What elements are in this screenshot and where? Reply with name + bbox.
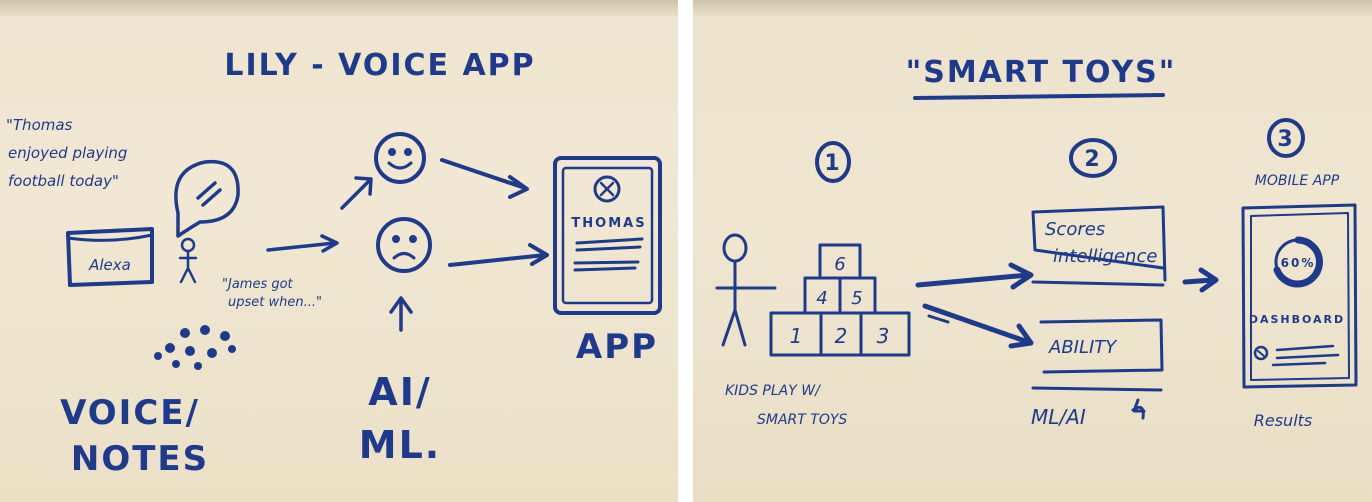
app-name: THOMAS — [571, 216, 646, 231]
dashboard-label: DASHBOARD — [1249, 313, 1345, 326]
right-sketch-sheet: "SMART TOYS" 1 2 3 6 4 5 1 2 3 KIDS PLAY… — [693, 0, 1372, 502]
arrow-to-ai — [266, 234, 339, 253]
step-2-number: 2 — [1084, 147, 1101, 172]
block-2: 2 — [835, 324, 848, 348]
speech-bubble-icon — [174, 159, 240, 238]
quote-top-line-3: football today" — [8, 172, 119, 190]
voice-dots-icon — [154, 325, 236, 370]
ai-ml-label-line-2: ML. — [359, 423, 441, 467]
scores-box — [1031, 205, 1167, 287]
toy-blocks-icon — [769, 243, 911, 357]
step-3-number: 3 — [1277, 127, 1294, 152]
quote-bottom-line-2: upset when..." — [228, 295, 322, 310]
ai-ml-label-line-1: AI/ — [368, 370, 431, 414]
arrow-happy-to-app — [440, 158, 529, 199]
arrow-ai-up — [389, 296, 413, 332]
kids-label-line-2: SMART TOYS — [757, 412, 847, 428]
block-5: 5 — [851, 288, 862, 309]
arrow-sad-to-happy — [340, 176, 373, 210]
small-person-icon — [178, 237, 198, 284]
title-underline — [913, 93, 1165, 100]
voice-notes-label-line-1: VOICE/ — [60, 393, 200, 433]
ml-ai-arrow — [1131, 398, 1146, 420]
block-6: 6 — [834, 254, 845, 275]
step-1-number: 1 — [824, 151, 841, 176]
gauge-value: 60% — [1281, 256, 1316, 270]
block-1: 1 — [790, 324, 803, 348]
left-sketch-sheet: LILY - VOICE APP "Thomas enjoyed playing… — [0, 0, 678, 502]
arrow-to-scores — [915, 262, 1034, 290]
left-sketch-drawing: LILY - VOICE APP "Thomas enjoyed playing… — [6, 48, 662, 479]
quote-top-line-1: "Thomas — [6, 116, 73, 134]
results-label: Results — [1254, 411, 1313, 430]
ability-label: ABILITY — [1048, 337, 1118, 358]
scores-line-1: Scores — [1045, 219, 1105, 240]
left-title: LILY - VOICE APP — [224, 48, 535, 83]
block-4: 4 — [816, 288, 827, 309]
step-2-circle — [1069, 138, 1117, 178]
quote-bottom-line-1: "James got — [222, 277, 294, 292]
arrow-to-ability — [922, 303, 1034, 349]
arrow-sad-to-app — [448, 243, 549, 267]
kid-figure-icon — [715, 233, 777, 347]
voice-notes-label-line-2: NOTES — [71, 439, 209, 479]
app-label: APP — [576, 327, 658, 367]
app-phone-icon — [553, 156, 662, 315]
ability-box — [1031, 318, 1164, 392]
mobile-app-phone-icon — [1241, 203, 1358, 389]
quote-top-line-2: enjoyed playing — [8, 144, 127, 162]
step-1-circle — [815, 141, 851, 183]
block-3: 3 — [877, 324, 890, 348]
paper-fold — [693, 0, 1372, 16]
mobile-app-label: MOBILE APP — [1255, 173, 1340, 189]
right-sketch-drawing: "SMART TOYS" 1 2 3 6 4 5 1 2 3 KIDS PLAY… — [715, 55, 1358, 430]
happy-face-icon — [374, 132, 426, 184]
scores-line-2: intelligence — [1053, 246, 1157, 267]
step-3-circle — [1267, 118, 1305, 158]
sheet-gap — [678, 0, 693, 502]
ml-ai-label: ML/AI — [1031, 405, 1086, 429]
alexa-device-icon — [66, 227, 154, 287]
arrow-to-mobile — [1182, 267, 1219, 293]
sad-face-icon — [376, 217, 432, 273]
kids-label-line-1: KIDS PLAY W/ — [725, 383, 821, 399]
paper-fold — [0, 0, 678, 16]
right-title: "SMART TOYS" — [906, 55, 1177, 90]
alexa-label: Alexa — [88, 256, 131, 274]
